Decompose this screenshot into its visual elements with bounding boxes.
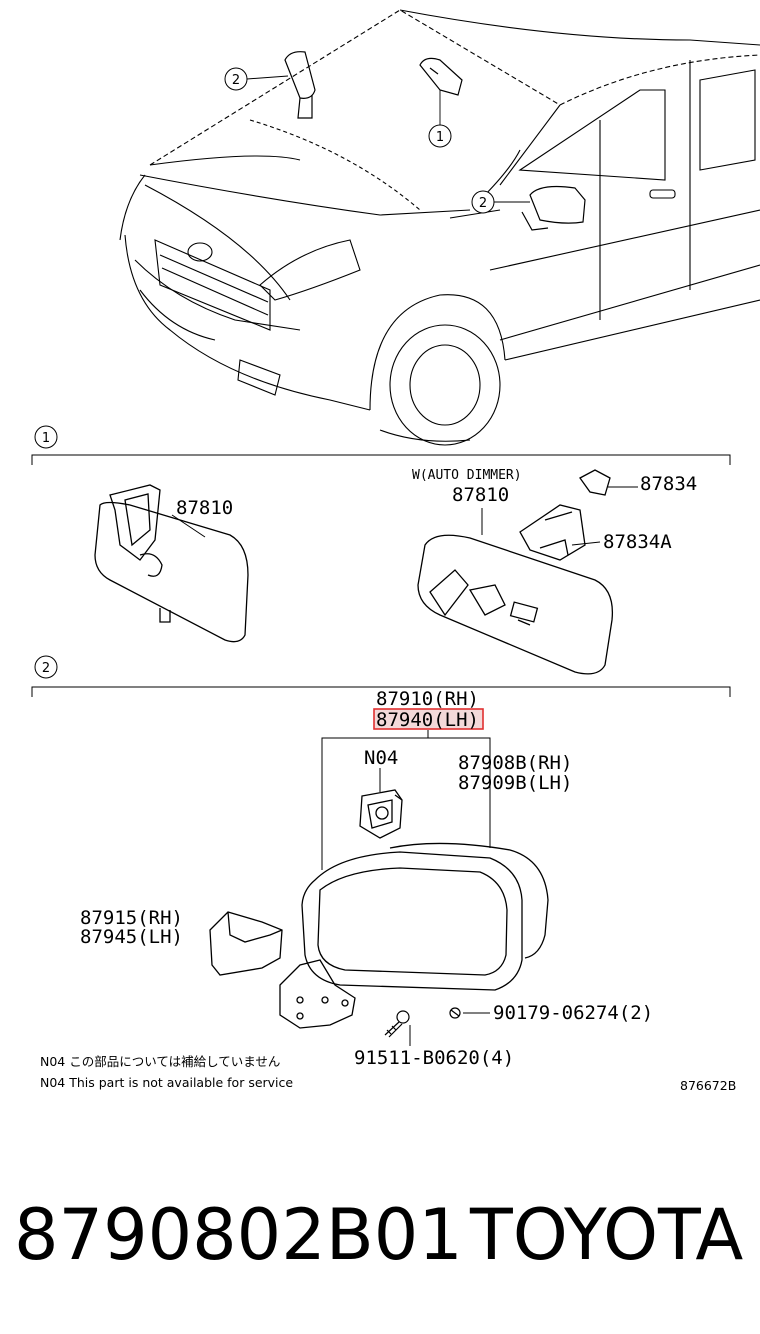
svg-text:1: 1 [42, 431, 50, 446]
svg-text:2: 2 [479, 196, 487, 211]
assembly-bracket-line [321, 730, 491, 870]
part-clip: 90179-06274(2) [493, 1002, 653, 1024]
mirror-motor-icon [359, 789, 403, 839]
footer-part-number: 8790802B01 [14, 1194, 463, 1276]
door-mirror-on-car-icon [521, 185, 586, 231]
footer-brand: TOYOTA [470, 1194, 744, 1276]
part-87834a: 87834A [603, 531, 672, 553]
highlight-box [373, 708, 484, 730]
part-87834: 87834 [640, 473, 697, 495]
part-assembly-rh: 87910(RH) [376, 688, 479, 710]
part-87810-right: 87810 [452, 484, 509, 506]
inner-mirror-standard-icon [94, 484, 249, 643]
mirror-bracket-icon [519, 469, 611, 561]
svg-text:2: 2 [232, 73, 240, 88]
callout-2-top: 2 [224, 67, 289, 91]
clip-icon [449, 1007, 461, 1019]
part-n04: N04 [364, 747, 398, 769]
part-cover-rh: 87915(RH) [80, 907, 183, 929]
part-assembly-lh: 87940(LH) [376, 709, 479, 731]
outer-mirror-icon [279, 842, 549, 1029]
section-2-header: 2 [31, 655, 731, 697]
diagram-code: 876672B [680, 1078, 736, 1093]
callout-2-side: 2 [471, 190, 530, 214]
variant-auto-dimmer: W(AUTO DIMMER) [412, 468, 522, 483]
part-cover-lh: 87945(LH) [80, 926, 183, 948]
part-87810-left: 87810 [176, 497, 233, 519]
mirror-cover-icon [209, 911, 283, 976]
parts-diagram: 2 1 2 1 87810 W(AUTO DIMMER) 87810 [31, 9, 760, 1093]
svg-text:1: 1 [436, 130, 444, 145]
rearview-mirror-windshield-icon [284, 51, 316, 119]
callout-1-top: 1 [428, 124, 452, 148]
car-illustration [119, 9, 760, 446]
leader-87810-left [171, 514, 206, 538]
inner-mirror-mount-icon [419, 57, 463, 125]
inner-mirror-auto-dimmer-icon [417, 534, 614, 675]
footer: 8790802B01 TOYOTA [0, 1185, 760, 1285]
note-jp: N04 この部品については補給していません [40, 1054, 280, 1069]
part-screw: 91511-B0620(4) [354, 1047, 514, 1069]
screw-icon [384, 1010, 410, 1038]
note-en: N04 This part is not available for servi… [40, 1075, 293, 1090]
svg-text:2: 2 [42, 661, 50, 676]
part-outer-lh: 87909B(LH) [458, 772, 572, 794]
leader-87834a [571, 541, 601, 546]
section-1-header: 1 [31, 425, 731, 465]
part-outer-rh: 87908B(RH) [458, 752, 572, 774]
